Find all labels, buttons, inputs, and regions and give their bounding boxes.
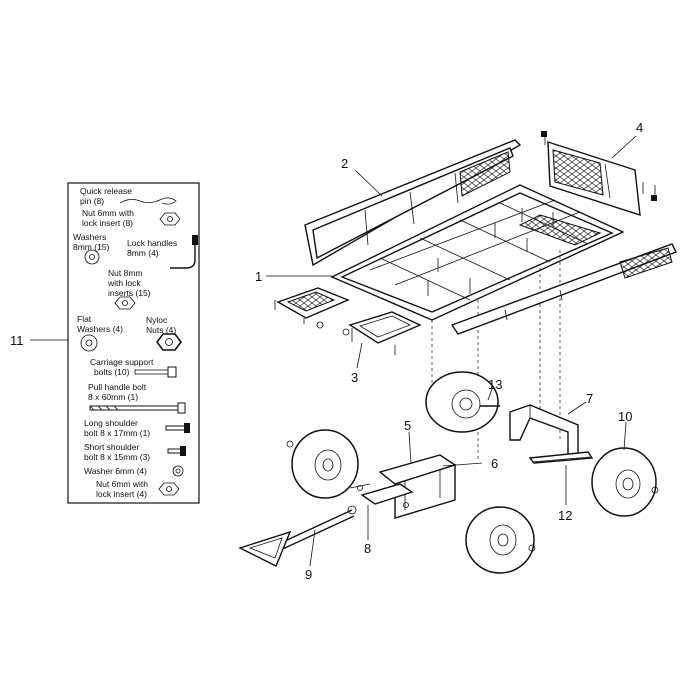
callout-11: 11	[10, 333, 24, 348]
svg-text:bolts (10): bolts (10)	[94, 367, 130, 377]
front-small-panel	[274, 287, 350, 329]
hardware-label-long-shoulder-bolt: Long shoulder	[84, 418, 138, 428]
pull-handle-bolt-icon	[89, 402, 186, 414]
nyloc-nut-icon	[156, 333, 182, 351]
short-shoulder-bolt-icon	[167, 446, 186, 456]
hardware-label-nut-6mm-b: Nut 6mm with	[96, 479, 148, 489]
hardware-label-quick-release: Quick release	[80, 186, 132, 196]
flat-washer-icon	[80, 334, 98, 352]
hardware-label-short-shoulder-bolt: Short shoulder	[84, 442, 139, 452]
carriage-bolts-on-bed	[427, 208, 554, 296]
callout-13: 13	[488, 377, 502, 392]
svg-text:bolt 8 x 17mm (1): bolt 8 x 17mm (1)	[84, 428, 150, 438]
side-panel-long	[304, 139, 522, 267]
lock-handle-icon	[170, 237, 196, 269]
front-gate-panel	[342, 311, 422, 355]
washer-6mm-icon	[172, 465, 184, 477]
nut-6mm-icon	[159, 212, 181, 226]
end-panel	[541, 131, 657, 216]
washer-8mm-icon	[84, 249, 100, 265]
callout-1: 1	[255, 269, 262, 284]
callout-5: 5	[404, 418, 411, 433]
cart-bed	[330, 184, 625, 460]
callout-10: 10	[618, 409, 632, 424]
svg-text:lock insert (4): lock insert (4)	[96, 489, 147, 499]
hardware-label-lock-handles: Lock handles	[127, 238, 177, 248]
quick-release-pin-icon	[119, 197, 177, 205]
wheel-front-left	[286, 429, 359, 499]
svg-text:8 x 60mm (1): 8 x 60mm (1)	[88, 392, 138, 402]
svg-text:inserts (15): inserts (15)	[108, 288, 151, 298]
hardware-label-nut-6mm: Nut 6mm with	[82, 208, 134, 218]
wheel-rear-left	[425, 371, 500, 433]
hardware-label-flat-washers: Flat	[77, 314, 92, 324]
svg-text:lock insert (8): lock insert (8)	[82, 218, 133, 228]
svg-text:with lock: with lock	[107, 278, 141, 288]
callout-3: 3	[351, 370, 358, 385]
svg-text:8mm (15): 8mm (15)	[73, 242, 110, 252]
nut-8mm-icon	[114, 296, 136, 310]
hardware-label-washer-6mm: Washer 6mm (4)	[84, 466, 147, 476]
svg-text:8mm (4): 8mm (4)	[127, 248, 159, 258]
hardware-label-nut-8mm: Nut 8mm	[108, 268, 142, 278]
svg-text:pin (8): pin (8)	[80, 196, 104, 206]
front-steering-assembly	[349, 454, 457, 519]
callout-2: 2	[341, 156, 348, 171]
svg-text:Washers (4): Washers (4)	[77, 324, 123, 334]
wheel-rear-right	[591, 447, 659, 517]
hardware-kit-box: Quick release pin (8) Nut 6mm with lock …	[67, 182, 200, 504]
callout-leaders	[30, 135, 637, 567]
hardware-label-washers-8mm: Washers	[73, 232, 106, 242]
hardware-label-nyloc-nuts: Nyloc	[146, 315, 168, 325]
callout-4: 4	[636, 120, 643, 135]
callout-6: 6	[491, 456, 498, 471]
carriage-bolt-icon	[134, 366, 177, 378]
callout-8: 8	[364, 541, 371, 556]
rear-axle-bracket	[509, 404, 579, 459]
svg-text:bolt 8 x 15mm (3): bolt 8 x 15mm (3)	[84, 452, 150, 462]
callout-9: 9	[305, 567, 312, 582]
rear-axle	[528, 451, 594, 464]
callout-12: 12	[558, 508, 572, 523]
hardware-label-carriage-bolts: Carriage support	[90, 357, 154, 367]
side-panel-front	[450, 243, 677, 335]
svg-text:Nuts (4): Nuts (4)	[146, 325, 176, 335]
wheel-front-right	[465, 506, 536, 574]
long-shoulder-bolt-icon	[165, 423, 190, 433]
nut-6mm-b-icon	[158, 482, 180, 496]
hardware-label-pull-handle-bolt: Pull handle bolt	[88, 382, 147, 392]
pull-handle	[238, 505, 357, 567]
callout-7: 7	[586, 391, 593, 406]
